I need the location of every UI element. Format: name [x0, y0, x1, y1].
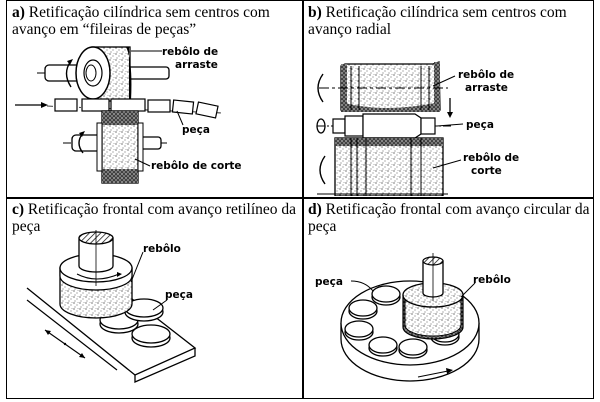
cell-a-centerless-through-feed: a) Retificação cilíndrica sem centros co… — [7, 1, 302, 197]
label-cutting-wheel: rebôlo de corte — [151, 160, 242, 172]
drive-wheel-upper — [37, 46, 170, 102]
caption-a-text: Retificação cilíndrica sem centros com a… — [12, 4, 270, 38]
label-drive-wheel-line2: arraste — [175, 59, 218, 71]
diagram-a-through-feed: rebôlo de arraste peça rebôlo de corte — [15, 46, 242, 184]
label-drive-wheel-line2: arraste — [465, 82, 508, 94]
label-wheel: rebôlo — [473, 274, 511, 286]
caption-b: b) Retificação cilíndrica sem centros co… — [308, 4, 590, 38]
caption-d-letter: d) — [308, 201, 322, 218]
label-cutting-wheel-line2: corte — [471, 165, 502, 177]
label-workpiece: peça — [165, 289, 193, 301]
grinding-wheel — [402, 253, 476, 340]
diagram-c-linear-feed: rebôlo peça — [26, 230, 197, 383]
workpiece-row — [15, 98, 223, 126]
caption-c-letter: c) — [12, 201, 25, 218]
cell-c-face-grinding-linear: c) Retificação frontal com avanço retilí… — [7, 198, 302, 398]
label-drive-wheel: rebôlo de — [162, 46, 218, 58]
drive-wheel-upper — [317, 61, 456, 118]
table-divider-horizontal — [7, 197, 593, 199]
diagram-d-circular-feed: peça rebôlo — [315, 253, 511, 382]
cutting-wheel-lower — [317, 137, 462, 196]
workpieces — [99, 298, 171, 348]
caption-c: c) Retificação frontal com avanço retilí… — [12, 201, 298, 235]
workpiece — [316, 113, 464, 139]
caption-c-text: Retificação frontal com avanço retilíneo… — [12, 201, 297, 235]
label-cutting-wheel: rebôlo de — [463, 152, 519, 164]
caption-a-letter: a) — [12, 4, 25, 21]
diagram-b-in-feed: rebôlo de arraste peça rebôlo de corte — [316, 61, 519, 196]
label-workpiece: peça — [315, 276, 343, 288]
caption-d-text: Retificação frontal com avanço circular … — [308, 201, 590, 235]
label-workpiece: peça — [466, 119, 494, 131]
caption-b-text: Retificação cilíndrica sem centros com a… — [308, 4, 567, 38]
label-drive-wheel: rebôlo de — [458, 69, 514, 81]
cutting-wheel-lower — [63, 110, 167, 184]
cell-b-centerless-in-feed: b) Retificação cilíndrica sem centros co… — [303, 1, 594, 197]
figure-table: a) Retificação cilíndrica sem centros co… — [6, 0, 594, 399]
caption-b-letter: b) — [308, 4, 322, 21]
table-divider-vertical — [302, 1, 304, 398]
grinding-wheel — [59, 230, 144, 319]
cell-d-face-grinding-circular: d) Retificação frontal com avanço circul… — [303, 198, 594, 398]
label-workpiece: peça — [182, 124, 210, 136]
label-wheel: rebôlo — [143, 243, 181, 255]
caption-a: a) Retificação cilíndrica sem centros co… — [12, 4, 298, 38]
caption-d: d) Retificação frontal com avanço circul… — [308, 201, 590, 235]
